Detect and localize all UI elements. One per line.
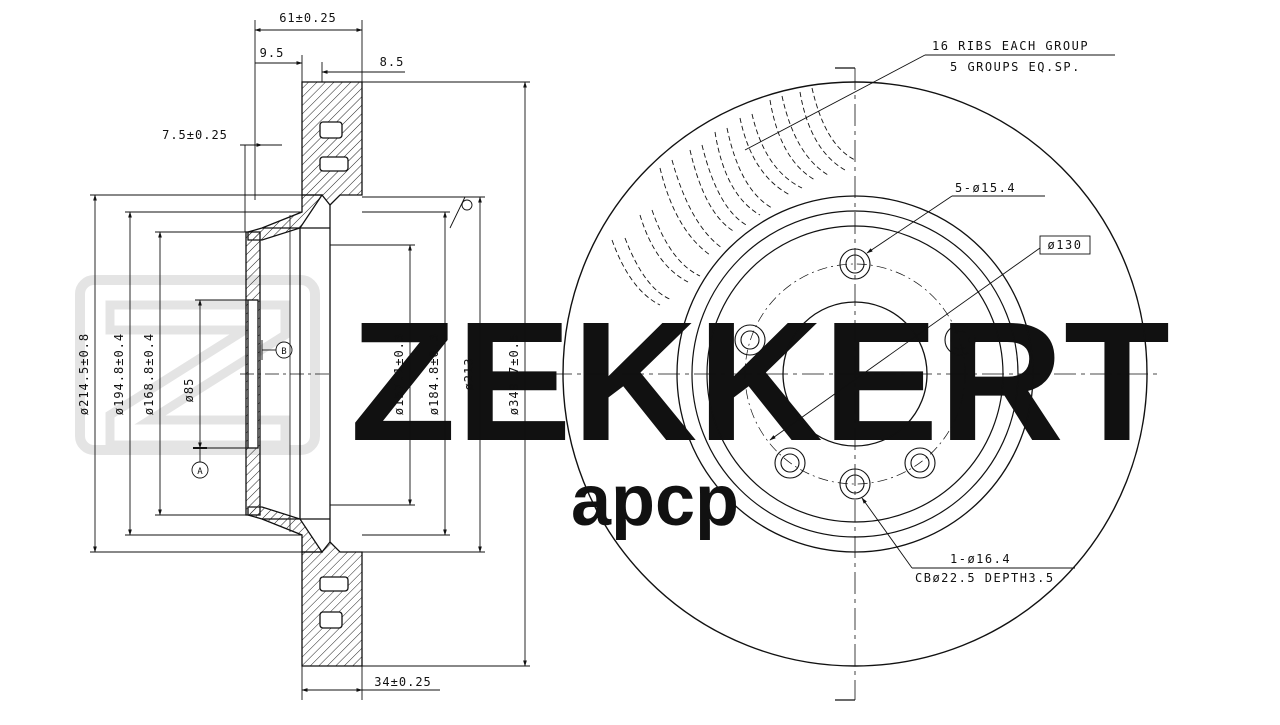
cooling-vents	[319, 121, 349, 629]
dim-d-349: ø349.7±0.5	[507, 333, 521, 415]
friction-ring-top	[301, 81, 363, 206]
side-dimension-labels: 61±0.25 9.5 8.5 7.5±0.25 34±0.25 ø214.5±…	[77, 11, 521, 689]
ribs-note-line-1: 16 RIBS EACH GROUP	[932, 39, 1089, 53]
center-hole-note-line-1: 1-ø16.4	[950, 552, 1011, 566]
dim-total-thickness: 61±0.25	[279, 11, 337, 25]
front-view	[550, 54, 1160, 701]
dim-hat-thickness: 7.5±0.25	[162, 128, 228, 142]
dim-d-157: ø157.1±0.3	[392, 333, 406, 415]
bolt-holes	[734, 248, 976, 500]
datum-b-label: B	[281, 347, 286, 357]
dim-d-194: ø194.8±0.4	[112, 333, 126, 415]
datum-a-label: A	[197, 467, 203, 477]
center-hole-note-line-2: CBø22.5 DEPTH3.5	[915, 571, 1055, 585]
tolerance-symbol	[449, 196, 473, 229]
ribs-note-line-2: 5 GROUPS EQ.SP.	[950, 60, 1081, 74]
side-section-view	[240, 81, 363, 667]
dim-offset-8-5: 8.5	[380, 55, 405, 69]
watermark-sub: apcp	[571, 461, 739, 541]
watermark-logo-box	[75, 275, 320, 455]
leader-lines	[744, 54, 1115, 569]
dim-d-168: ø168.8±0.4	[142, 333, 156, 415]
dim-offset-9-5: 9.5	[260, 46, 285, 60]
cooling-ribs	[611, 87, 856, 306]
bolt-holes-note: 5-ø15.4	[955, 181, 1016, 195]
friction-ring-bottom	[301, 541, 363, 667]
side-dimensions	[90, 20, 530, 700]
dim-d-214: ø214.5±0.8	[77, 333, 91, 415]
watermark: ZEKKERT apcp	[75, 275, 1170, 541]
pcd-note: ø130	[1048, 238, 1083, 252]
dim-d-213: ø213	[462, 358, 476, 391]
dim-bottom-thickness: 34±0.25	[374, 675, 432, 689]
front-view-notes: 16 RIBS EACH GROUP 5 GROUPS EQ.SP. 5-ø15…	[915, 39, 1089, 585]
dim-d-184: ø184.8±0.3	[427, 333, 441, 415]
dim-d-85: ø85	[182, 378, 196, 403]
